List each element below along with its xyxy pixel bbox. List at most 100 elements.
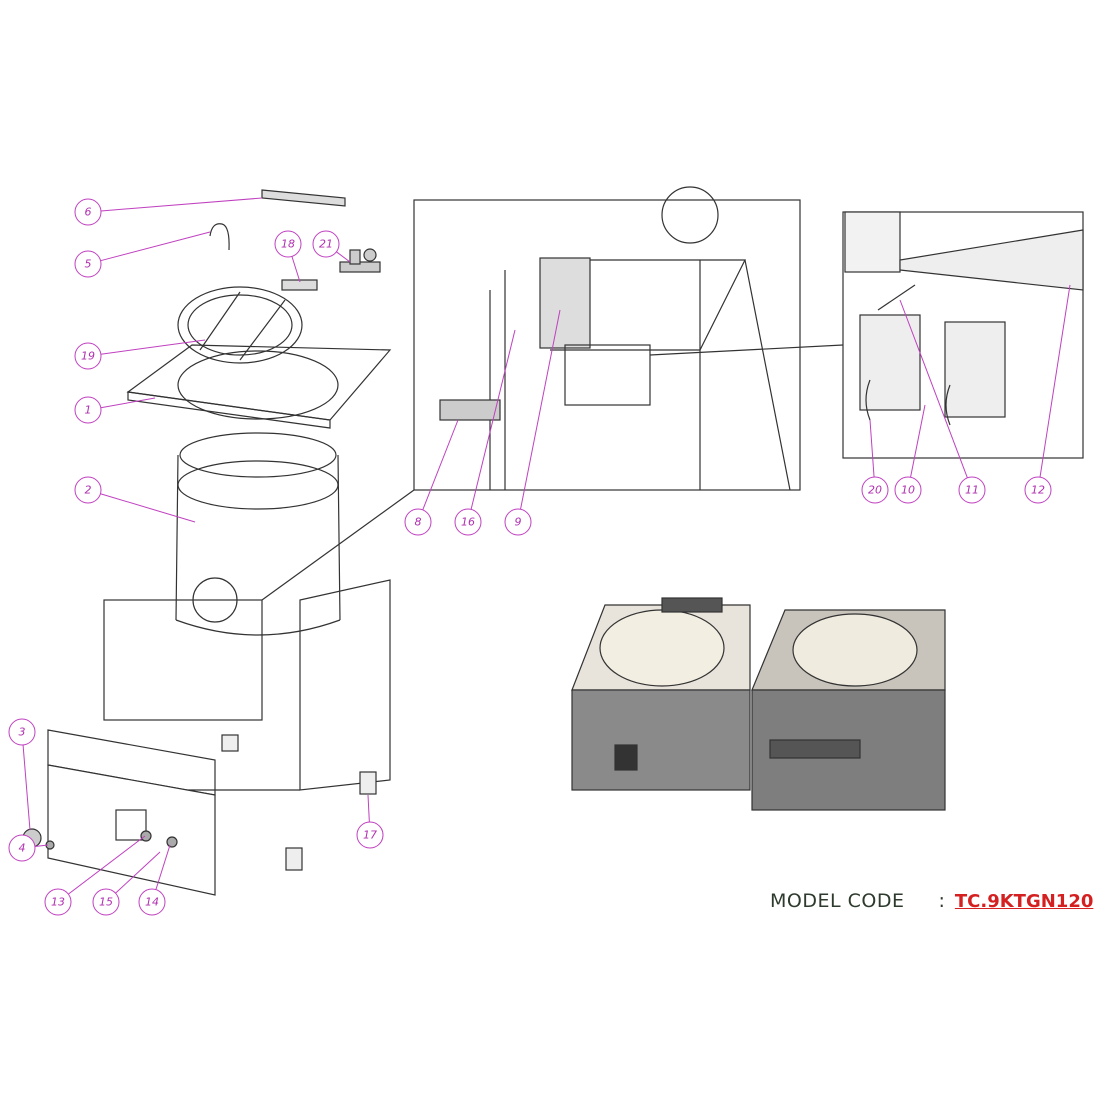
callout-number: 3	[19, 726, 26, 739]
callout-leader-line	[422, 419, 459, 511]
callout-leader-line	[869, 419, 875, 478]
callout-number: 17	[363, 829, 377, 842]
callout-number: 2	[85, 484, 92, 497]
callout-21: 21	[312, 230, 351, 263]
callout-9: 9	[504, 309, 561, 536]
callout-6: 6	[74, 197, 263, 226]
lid-part	[177, 279, 318, 364]
callout-5: 5	[74, 231, 211, 278]
callout-15: 15	[92, 851, 161, 916]
callout-circle	[861, 476, 889, 504]
model-code-label: MODEL CODE	[770, 890, 905, 912]
callout-circle	[312, 230, 340, 258]
callout-leader-line	[470, 329, 516, 510]
callout-circle	[894, 476, 922, 504]
callout-number: 15	[99, 896, 113, 909]
callout-18: 18	[274, 230, 302, 283]
callout-leader-line	[100, 493, 196, 523]
callout-20: 20	[861, 419, 889, 504]
callout-leader-line	[68, 835, 146, 895]
callout-4: 4	[8, 834, 49, 862]
callout-number: 4	[19, 842, 26, 855]
callout-circle	[74, 342, 102, 370]
callout-leader-line	[100, 339, 206, 355]
callout-circle	[74, 396, 102, 424]
callout-14: 14	[138, 844, 171, 916]
callout-19: 19	[74, 339, 206, 370]
callout-8: 8	[404, 419, 459, 536]
foot-part	[221, 734, 377, 871]
callout-number: 14	[145, 896, 159, 909]
model-code-row: MODEL CODE: TC.9KTGN120	[770, 890, 1093, 912]
callout-circle	[504, 508, 532, 536]
callout-leader-line	[115, 851, 161, 894]
thermocouple-detail-drawing	[844, 211, 1084, 426]
pipe-part	[209, 223, 230, 251]
callout-12: 12	[1024, 284, 1071, 504]
callout-circle	[92, 888, 120, 916]
detail-inset-thermocouple	[842, 211, 1084, 459]
callout-leader-line	[34, 844, 49, 848]
callout-number: 12	[1031, 484, 1045, 497]
callout-circle	[958, 476, 986, 504]
callout-2: 2	[74, 476, 196, 523]
callout-11: 11	[899, 299, 986, 504]
callout-16: 16	[454, 329, 516, 536]
callout-leader-line	[100, 197, 263, 212]
model-code-separator: :	[938, 890, 945, 912]
callout-leader-line	[899, 299, 968, 479]
callout-number: 13	[51, 896, 65, 909]
product-photo-back	[751, 609, 946, 811]
callout-number: 11	[965, 484, 979, 497]
cabinet-part	[103, 579, 391, 791]
callout-leader-line	[291, 256, 301, 283]
callout-number: 10	[901, 484, 915, 497]
callout-number: 9	[515, 516, 522, 529]
callout-number: 5	[85, 258, 92, 271]
callout-leader-line	[1039, 284, 1071, 478]
callout-circle	[274, 230, 302, 258]
top-plate-part	[126, 344, 392, 429]
front-panel-part	[22, 729, 216, 896]
callout-10: 10	[894, 404, 926, 504]
model-code-value[interactable]: TC.9KTGN120	[954, 891, 1094, 912]
callout-circle	[8, 718, 36, 746]
callout-leader-line	[155, 844, 171, 890]
callout-number: 8	[415, 516, 422, 529]
callout-number: 18	[281, 238, 295, 251]
burner-grate-part	[261, 189, 346, 207]
callout-circle	[454, 508, 482, 536]
callout-circle	[404, 508, 432, 536]
callout-number: 21	[319, 238, 333, 251]
callout-leader-line	[520, 309, 561, 510]
callout-number: 1	[85, 404, 92, 417]
callout-1: 1	[74, 396, 156, 424]
vessel-part	[175, 432, 341, 636]
callout-leader-line	[100, 231, 211, 262]
product-photo-front	[571, 597, 751, 791]
burner-detail-drawing	[439, 186, 791, 491]
callout-circle	[44, 888, 72, 916]
callout-circle	[356, 821, 384, 849]
safety-valve-part	[339, 248, 381, 273]
callout-13: 13	[44, 835, 146, 916]
callout-leader-line	[910, 404, 926, 478]
callout-3: 3	[8, 718, 36, 831]
callout-leader-line	[336, 251, 351, 263]
callout-circle	[74, 250, 102, 278]
callout-circle	[74, 198, 102, 226]
callout-17: 17	[356, 794, 384, 849]
callout-circle	[8, 834, 36, 862]
callout-circle	[74, 476, 102, 504]
callout-number: 20	[868, 484, 882, 497]
callout-number: 19	[81, 350, 95, 363]
callout-leader-line	[367, 794, 370, 823]
callout-circle	[138, 888, 166, 916]
callout-leader-line	[100, 397, 156, 409]
callout-number: 16	[461, 516, 475, 529]
detail-inset-burner	[413, 199, 801, 491]
callout-number: 6	[85, 206, 92, 219]
